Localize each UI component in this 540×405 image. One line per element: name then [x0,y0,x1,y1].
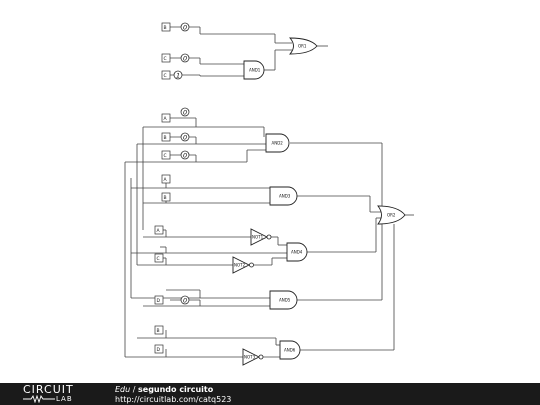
svg-text:AND4: AND4 [291,250,303,255]
not3-gate[interactable]: NOT3 [242,348,264,366]
svg-text:AND5: AND5 [279,298,291,303]
svg-text:NOT3: NOT3 [244,355,256,360]
not1-gate[interactable]: NOT1 [250,228,272,246]
svg-text:B: B [164,135,167,141]
svg-text:NOT1: NOT1 [252,235,264,240]
schematic-canvas[interactable]: B 0 C 0 C 1 OR1 AND1 A 0 B [0,0,540,383]
svg-text:OR2: OR2 [387,213,396,218]
svg-text:A: A [164,116,168,122]
circuit-url[interactable]: http://circuitlab.com/catq523 [115,395,232,404]
logo-sub-text: LAB [56,395,73,403]
input-c-1[interactable]: C [161,150,171,160]
svg-text:B: B [164,195,167,201]
input-a-3[interactable]: A [154,225,164,235]
svg-text:0: 0 [183,297,187,305]
or2-gate[interactable]: OR2 [377,205,406,225]
input-c-top-2[interactable]: C [161,70,171,80]
not2-gate[interactable]: NOT2 [232,256,254,274]
and5-gate[interactable]: AND5 [269,290,298,310]
svg-text:AND3: AND3 [279,194,291,199]
input-d-2[interactable]: D [154,344,164,354]
input-b-3[interactable]: B [154,325,164,335]
bottom-circuit-wires [124,117,414,358]
circuitlab-logo[interactable]: CIRCUIT LAB [23,384,95,404]
probe-a-1: 0 [180,107,190,117]
svg-text:0: 0 [183,109,187,117]
input-b-1[interactable]: B [161,132,171,142]
svg-text:D: D [157,298,161,304]
footer-bar: CIRCUIT LAB Edu / segundo circuito http:… [0,383,540,405]
input-a-2[interactable]: A [161,174,171,184]
svg-text:0: 0 [183,55,187,63]
svg-text:1: 1 [176,72,180,80]
author-link[interactable]: Edu [115,385,131,394]
svg-text:0: 0 [183,24,187,32]
svg-text:NOT2: NOT2 [234,263,246,268]
svg-text:OR1: OR1 [298,44,307,49]
probe-top-2: 0 [180,53,190,63]
probe-top-3: 1 [173,70,183,80]
input-b-2[interactable]: B [161,192,171,202]
and4-gate[interactable]: AND4 [286,242,308,262]
probe-d-1: 0 [180,295,190,305]
input-d-1[interactable]: D [154,295,164,305]
svg-text:C: C [164,153,167,159]
svg-text:B: B [157,328,160,334]
svg-text:AND2: AND2 [272,141,284,146]
input-c-top-1[interactable]: C [161,53,171,63]
logo-main-text: CIRCUIT [23,383,74,396]
probe-c-1: 0 [180,150,190,160]
svg-text:C: C [164,56,167,62]
circuit-title[interactable]: segundo circuito [138,385,214,394]
probe-b-1: 0 [180,132,190,142]
input-c-2[interactable]: C [154,253,164,263]
svg-text:C: C [157,256,160,262]
input-a-1[interactable]: A [161,113,171,123]
and6-gate[interactable]: AND6 [279,340,301,360]
and3-gate[interactable]: AND3 [269,186,298,206]
svg-text:C: C [164,73,167,79]
and1-gate[interactable]: AND1 [243,60,265,80]
svg-text:AND6: AND6 [284,348,296,353]
separator: / [132,385,136,394]
resistor-wave-icon [23,395,55,403]
svg-text:A: A [164,177,168,183]
svg-text:0: 0 [183,152,187,160]
svg-text:B: B [164,25,167,31]
svg-text:0: 0 [183,134,187,142]
or1-gate[interactable]: OR1 [289,37,318,55]
svg-text:AND1: AND1 [249,68,261,73]
author-title-line: Edu / segundo circuito [115,385,213,394]
and2-gate[interactable]: AND2 [265,133,290,153]
svg-text:D: D [157,347,161,353]
probe-top-1: 0 [180,22,190,32]
svg-text:A: A [157,228,161,234]
input-b-top[interactable]: B [161,22,171,32]
